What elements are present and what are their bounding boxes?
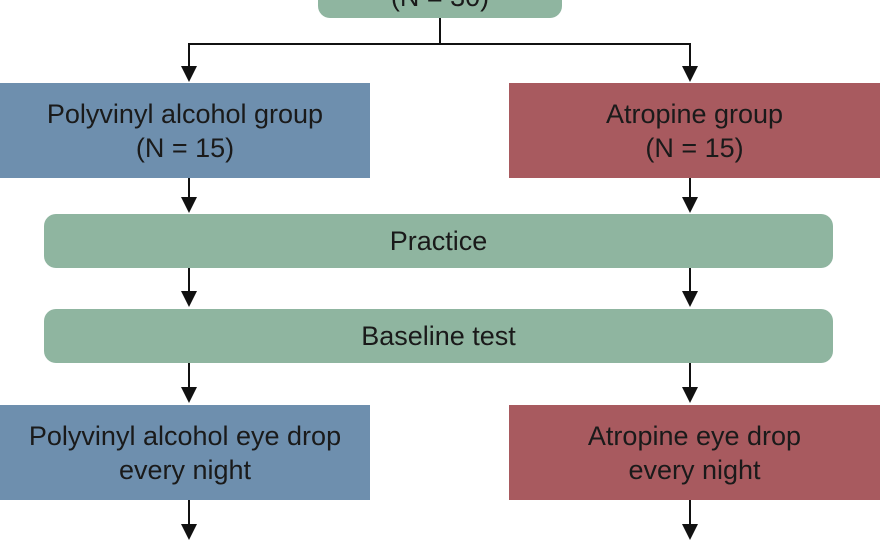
arrowhead-to-atropine-group	[682, 66, 698, 82]
atropine-drop-line2: every night	[628, 454, 761, 485]
pva-drop-line1: Polyvinyl alcohol eye drop	[28, 420, 342, 451]
atropine-group-count: (N = 15)	[645, 132, 744, 163]
practice-box: Practice	[44, 214, 833, 268]
baseline-test-label: Baseline test	[361, 321, 516, 351]
atropine-group-box: Atropine group (N = 15)	[509, 83, 880, 178]
atropine-drop-line1: Atropine eye drop	[587, 420, 802, 451]
enrolled-count: (N = 30)	[391, 0, 489, 14]
arrowhead-to-pva-group	[181, 66, 197, 82]
arrowhead-practice-to-baseline-right	[682, 291, 698, 307]
arrowhead-from-atropine-drop	[682, 524, 698, 540]
pva-group-count: (N = 15)	[135, 132, 235, 163]
pva-drop-line2: every night	[118, 454, 252, 485]
pva-group-title: Polyvinyl alcohol group	[46, 98, 324, 129]
pva-drop-box: Polyvinyl alcohol eye drop every night	[0, 405, 370, 500]
arrowhead-baseline-to-atropine-drop	[682, 387, 698, 403]
atropine-group-title: Atropine group	[605, 98, 784, 129]
baseline-test-box: Baseline test	[44, 309, 833, 363]
pva-group-box: Polyvinyl alcohol group (N = 15)	[0, 83, 370, 178]
arrowhead-baseline-to-pva-drop	[181, 387, 197, 403]
arrowhead-from-pva-drop	[181, 524, 197, 540]
enrolled-box: (N = 30)	[318, 0, 562, 18]
arrowhead-practice-to-baseline-left	[181, 291, 197, 307]
atropine-drop-box: Atropine eye drop every night	[509, 405, 880, 500]
arrowhead-atropine-to-practice	[682, 197, 698, 213]
practice-label: Practice	[389, 226, 488, 256]
arrowhead-pva-to-practice	[181, 197, 197, 213]
